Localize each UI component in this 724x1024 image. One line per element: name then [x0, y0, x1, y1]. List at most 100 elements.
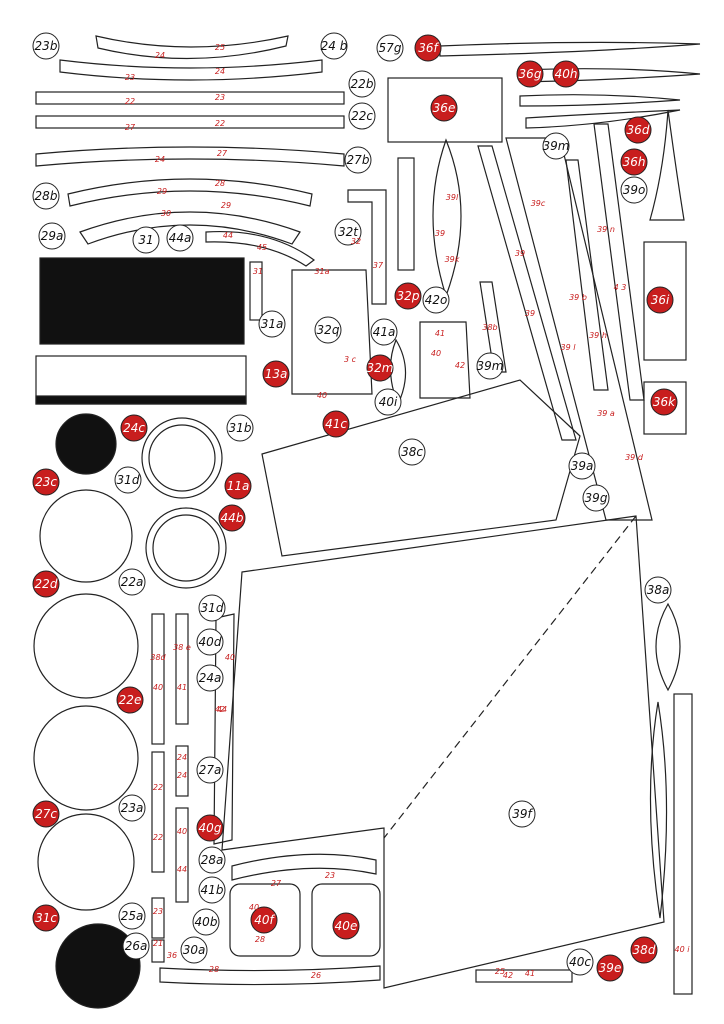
part-circle-label: 23b [32, 32, 60, 60]
part-number-label: 42 [455, 361, 465, 370]
part-number-label: 3 c [344, 355, 357, 364]
part-number-label: 40 [317, 391, 327, 400]
part-circle-label: 32q [314, 316, 342, 344]
part-number-label: 39 [525, 309, 535, 318]
part-label-text: 24a [199, 671, 222, 685]
part-label-text: 22c [351, 109, 373, 123]
wedge-40h [519, 94, 681, 107]
disc-31c [55, 923, 141, 1009]
strip-27-22 [35, 115, 345, 129]
part-number-label: 24 [177, 771, 187, 780]
part-label-text: 30a [183, 943, 206, 957]
panel-39f [221, 515, 665, 989]
part-circle-label: 38d [630, 936, 658, 964]
part-label-text: 40h [555, 67, 578, 81]
part-label-text: 22b [351, 77, 374, 91]
part-number-label: 39k [445, 255, 460, 264]
strip-24-27 [35, 146, 345, 167]
part-number-label: 32 [351, 237, 361, 246]
part-number-label: 39 a [597, 409, 615, 418]
part-circle-label: 29a [38, 222, 66, 250]
part-circle-label: 28a [198, 846, 226, 874]
part-circle-label: 31b [226, 414, 254, 442]
part-label-text: 27b [347, 153, 370, 167]
part-label-text: 40i [379, 395, 398, 409]
ring-44b [145, 507, 227, 589]
part-label-text: 29a [41, 229, 64, 243]
part-label-text: 24 b [321, 39, 348, 53]
part-label-text: 31d [201, 601, 224, 615]
part-label-text: 40b [195, 915, 218, 929]
part-number-label: 22 [153, 783, 163, 792]
part-number-label: 44 [217, 705, 227, 714]
part-circle-label: 24 b [320, 32, 348, 60]
part-label-text: 38a [647, 583, 670, 597]
part-circle-label: 39g [582, 484, 610, 512]
strip-29-28 [67, 178, 313, 207]
part-label-text: 38c [401, 445, 423, 459]
part-number-label: 31 [253, 267, 263, 276]
part-label-text: 32t [338, 225, 359, 239]
part-label-text: 31d [117, 473, 140, 487]
part-number-label: 25 [215, 43, 225, 52]
part-label-text: 27c [35, 807, 57, 821]
part-label-text: 31 [138, 233, 153, 247]
part-circle-label: 32m [366, 354, 394, 382]
wedge-36f [439, 41, 701, 57]
wedge-36d [525, 109, 681, 129]
part-label-text: 39f [512, 807, 533, 821]
part-label-text: 22d [35, 577, 58, 591]
part-circle-label: 22a [118, 568, 146, 596]
part-circle-label: 22c [348, 102, 376, 130]
part-number-label: 28 [209, 965, 219, 974]
part-label-text: 25a [121, 909, 144, 923]
part-circle-label: 13a [262, 360, 290, 388]
part-circle-label: 44b [218, 504, 246, 532]
strip-39-a [477, 145, 577, 441]
part-number-label: 40 [249, 903, 259, 912]
part-circle-label: 39a [568, 452, 596, 480]
spike-38e [649, 701, 668, 919]
part-label-text: 36i [651, 293, 670, 307]
part-number-label: 44 [223, 231, 233, 240]
part-label-text: 27a [199, 763, 222, 777]
part-label-text: 36d [627, 123, 650, 137]
black-panel-31 [39, 257, 245, 345]
part-number-label: 28 [215, 179, 225, 188]
part-number-label: 41 [177, 683, 187, 692]
piece-41 [419, 321, 471, 399]
part-number-label: 38b [482, 323, 497, 332]
part-number-label: 23 [215, 93, 225, 102]
part-circle-label: 27c [32, 800, 60, 828]
part-number-label: 39 [435, 229, 445, 238]
part-circle-label: 31 [132, 226, 160, 254]
part-circle-label: 36d [624, 116, 652, 144]
part-label-text: 24c [123, 421, 145, 435]
part-number-label: 24 [155, 51, 165, 60]
strip-39-b [593, 123, 645, 401]
part-label-text: 44b [221, 511, 244, 525]
part-circle-label: 38a [644, 576, 672, 604]
part-label-text: 36h [623, 155, 646, 169]
spine-39l [432, 138, 462, 298]
part-label-text: 11a [227, 479, 250, 493]
strip-23-24 [59, 59, 323, 81]
part-circle-label: 28b [32, 182, 60, 210]
part-circle-label: 25a [118, 902, 146, 930]
part-circle-label: 39o [620, 176, 648, 204]
part-number-label: 39 h [589, 331, 607, 340]
part-number-label: 26 [311, 971, 321, 980]
panel-32q [291, 269, 373, 395]
part-circle-label: 41c [322, 410, 350, 438]
part-number-label: 39 d [625, 453, 644, 462]
panel-36i [643, 241, 687, 361]
part-circle-label: 23a [118, 794, 146, 822]
part-label-text: 32q [317, 323, 340, 337]
part-number-label: 42 [215, 705, 225, 714]
strip-39-c [565, 159, 609, 391]
part-circle-label: 41b [198, 876, 226, 904]
part-number-label: 38 e [173, 643, 191, 652]
part-label-text: 39o [623, 183, 646, 197]
strip-3c [673, 693, 693, 995]
